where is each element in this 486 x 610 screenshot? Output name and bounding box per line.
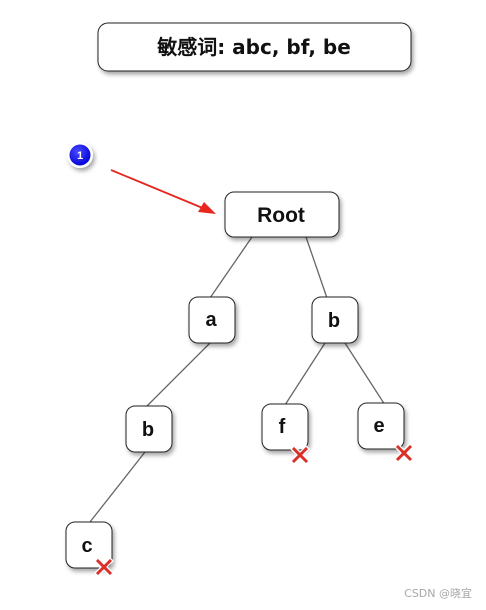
tree-node-root: Root	[224, 191, 340, 238]
step-badge-number: 1	[77, 150, 83, 162]
node-label-root: Root	[257, 204, 305, 227]
node-label-e: e	[373, 415, 384, 437]
tree-edges	[89, 236, 386, 523]
x-mark-icon	[290, 445, 310, 465]
node-label-a: a	[205, 309, 217, 331]
step-badge: 1	[67, 142, 93, 168]
node-label-f: f	[279, 416, 286, 438]
node-label-b-under-a: b	[142, 419, 154, 441]
node-label-c: c	[81, 535, 92, 557]
title-box: 敏感词: abc, bf, be	[97, 22, 412, 72]
node-label-b: b	[328, 310, 340, 332]
tree-node-b-under-a: b	[125, 405, 173, 453]
x-mark-icon	[94, 557, 114, 577]
watermark: CSDN @晓宜	[404, 587, 472, 600]
edge-a-b	[144, 342, 211, 409]
tree-node-c: c	[65, 521, 113, 569]
red-arrow-icon	[110, 169, 216, 214]
tree-node-e: e	[357, 402, 405, 450]
edge-b-c	[89, 451, 146, 523]
edge-b-e	[344, 342, 386, 406]
tree-node-f: f	[261, 403, 309, 451]
edge-root-b	[305, 236, 328, 299]
title-text: 敏感词: abc, bf, be	[156, 35, 351, 59]
x-mark-icon	[394, 443, 414, 463]
edge-root-a	[209, 236, 253, 299]
edge-b-f	[284, 342, 326, 406]
tree-node-b: b	[311, 296, 359, 344]
tree-node-a: a	[188, 296, 236, 344]
